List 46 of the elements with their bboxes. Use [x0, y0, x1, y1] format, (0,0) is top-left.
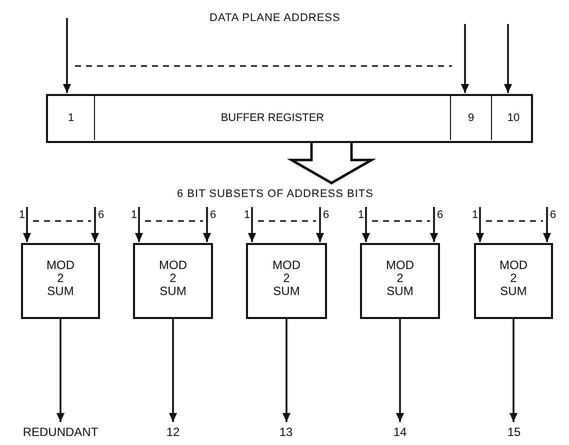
arrow — [22, 207, 32, 242]
caption-text: DATA PLANE ADDRESS — [210, 12, 340, 24]
edge-label: 1 — [244, 209, 250, 221]
edge-label: 6 — [550, 209, 556, 221]
output-label: 12 — [143, 424, 203, 440]
process-box: MOD 2 SUM — [21, 243, 100, 319]
arrow — [362, 207, 370, 242]
edge-label: 1 — [19, 209, 26, 221]
edge-label: 6 — [210, 209, 216, 221]
process-box: MOD 2 SUM — [360, 243, 440, 319]
output-label: 13 — [256, 424, 316, 440]
arrow — [316, 207, 324, 242]
register-field: 9 — [450, 96, 491, 140]
edge-label: 1 — [472, 209, 478, 221]
arrow — [56, 319, 65, 422]
arrow — [90, 207, 100, 242]
hollow-arrow — [286, 142, 376, 184]
arrow — [168, 319, 178, 422]
edge-label: 6 — [437, 209, 444, 221]
register-field: 10 — [491, 96, 535, 140]
process-box: MOD 2 SUM — [133, 243, 213, 319]
output-label: 14 — [370, 424, 430, 440]
register-field: BUFFER REGISTER — [94, 96, 450, 140]
register-box — [46, 94, 533, 143]
output-label: 15 — [484, 424, 544, 440]
edge-label: 1 — [358, 209, 364, 221]
arrow — [62, 18, 72, 93]
edge-label: 1 — [131, 209, 138, 221]
arrow — [282, 319, 291, 422]
edge-label: 6 — [323, 209, 330, 221]
process-box: MOD 2 SUM — [474, 243, 553, 319]
arrow — [248, 207, 256, 242]
register-field: 1 — [48, 96, 94, 140]
caption-text: 6 BIT SUBSETS OF ADDRESS BITS — [177, 188, 374, 200]
arrow — [509, 319, 518, 422]
arrow — [542, 207, 552, 242]
arrow — [202, 207, 212, 242]
arrow — [460, 24, 470, 93]
output-label: REDUNDANT — [10, 424, 111, 440]
arrow — [396, 319, 404, 422]
arrow — [476, 207, 484, 242]
arrow — [430, 207, 438, 242]
arrow — [134, 207, 144, 242]
process-box: MOD 2 SUM — [246, 243, 327, 319]
edge-label: 6 — [98, 209, 104, 221]
arrow — [504, 24, 512, 93]
